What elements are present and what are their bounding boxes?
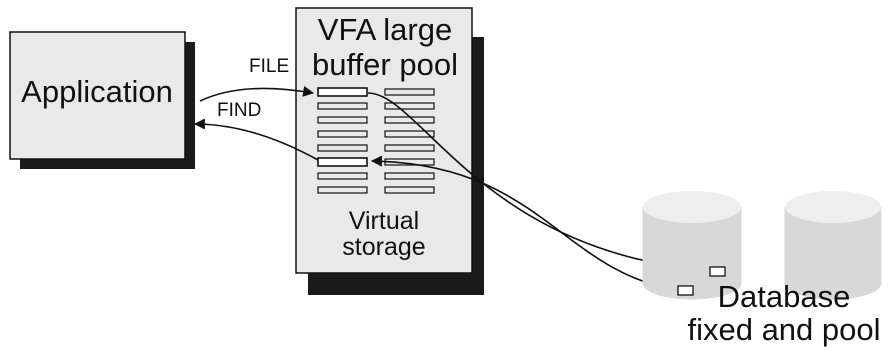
read-arrow: [370, 155, 677, 291]
disk-record-upper: [709, 266, 726, 277]
database-disks: Database fixed and pool: [642, 191, 882, 347]
buffer-slot: [384, 116, 435, 124]
buffer-slot: [384, 102, 435, 110]
buffer-pool-face: [295, 7, 473, 274]
pool-database-arrows: [367, 92, 707, 291]
buffer-slot: [317, 102, 368, 110]
disk-cylinder-icon: [784, 191, 882, 300]
find-arrow: [193, 118, 319, 161]
buffer-slot: [384, 172, 435, 180]
buffer-slot: [384, 186, 435, 194]
application-label: Application: [21, 74, 173, 109]
buffer-slot-active: [317, 157, 368, 167]
database-label-line2: fixed and pool: [687, 312, 880, 347]
write-arrow: [367, 92, 707, 275]
application-box: Application: [9, 31, 195, 169]
buffer-slot: [317, 172, 368, 180]
buffer-slot: [384, 88, 435, 96]
find-label: FIND: [217, 100, 261, 121]
buffer-slot-active: [317, 87, 368, 97]
disk-record-lower: [677, 285, 694, 296]
file-find-arrows: FILE FIND: [193, 56, 319, 161]
buffer-pool-box: VFA large buffer pool Virtual storage: [295, 7, 484, 295]
buffer-slot: [317, 144, 368, 152]
application-box-face: [9, 31, 186, 160]
buffer-pool-footer-line2: storage: [342, 233, 425, 261]
buffer-slot: [317, 186, 368, 194]
buffer-slot: [317, 116, 368, 124]
buffer-pool-footer-line1: Virtual: [349, 207, 419, 235]
buffer-slots: [317, 87, 435, 194]
buffer-slot: [317, 130, 368, 138]
buffer-pool-title-line2: buffer pool: [312, 47, 458, 82]
buffer-slot: [384, 130, 435, 138]
buffer-slot: [384, 144, 435, 152]
file-label: FILE: [249, 56, 289, 77]
database-label-line1: Database: [718, 279, 851, 314]
file-arrow: [199, 85, 315, 102]
buffer-pool-title-line1: VFA large: [318, 12, 452, 47]
